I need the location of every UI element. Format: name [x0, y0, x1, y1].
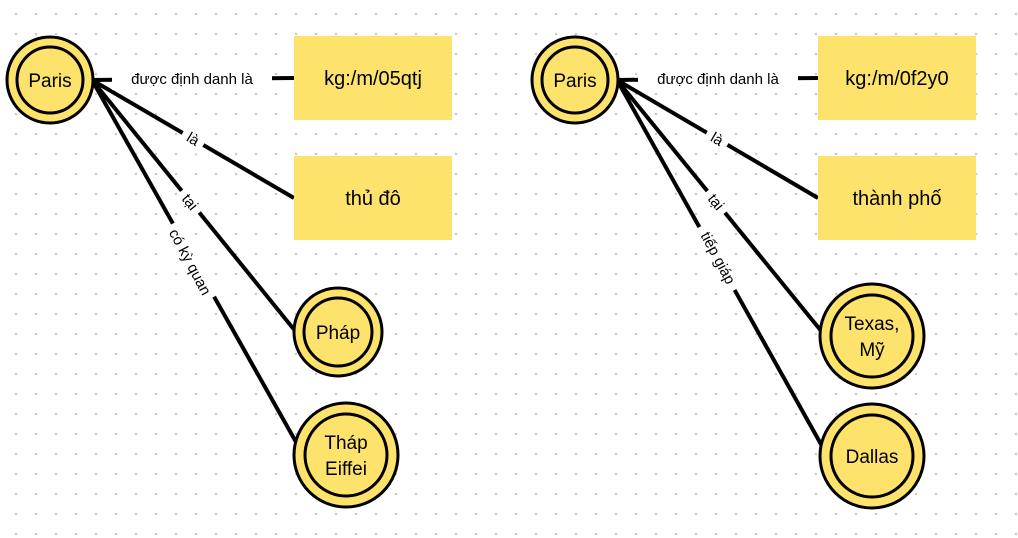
- right-node-city-label: thành phố: [853, 188, 942, 210]
- right-edge-label-identified-text: được định danh là: [657, 71, 779, 88]
- left-edge-label-landmark: có kỳ quan: [160, 219, 220, 305]
- right-node-city[interactable]: thành phố: [818, 156, 976, 240]
- right-edge-label-identified: được định danh là: [638, 68, 798, 90]
- left-node-france[interactable]: Pháp: [292, 286, 384, 378]
- right-node-texas-label-line1: Texas,: [845, 314, 900, 335]
- right-edge-label-in: tại: [698, 184, 734, 220]
- left-node-france-label: Pháp: [316, 323, 360, 344]
- right-graph: được định danh là là tại tiếp giáp Paris…: [530, 35, 976, 510]
- right-node-kg-id-label: kg:/m/0f2y0: [845, 68, 948, 90]
- left-node-eiffel-label-line2: Eiffei: [325, 459, 367, 480]
- left-edge-label-identified-text: được định danh là: [131, 71, 253, 88]
- left-node-eiffel-label-line1: Tháp: [324, 433, 367, 454]
- left-edge-label-landmark-text: có kỳ quan: [165, 226, 214, 298]
- left-node-paris[interactable]: Paris: [5, 35, 95, 125]
- left-node-eiffel[interactable]: Tháp Eiffei: [292, 401, 400, 509]
- left-edge-label-in: tại: [172, 184, 208, 220]
- left-graph: được định danh là là tại có kỳ quan Pari…: [5, 35, 452, 509]
- right-edge-label-borders: tiếp giáp: [691, 221, 745, 295]
- left-edge-label-is: là: [177, 123, 209, 155]
- left-node-capital-label: thủ đô: [345, 188, 401, 210]
- left-node-kg-id[interactable]: kg:/m/05qtj: [294, 36, 452, 120]
- left-edge-label-identified: được định danh là: [112, 68, 272, 90]
- right-node-kg-id[interactable]: kg:/m/0f2y0: [818, 36, 976, 120]
- right-node-paris[interactable]: Paris: [530, 35, 620, 125]
- right-node-dallas-label: Dallas: [846, 447, 899, 468]
- right-node-paris-label: Paris: [553, 71, 596, 92]
- right-node-dallas[interactable]: Dallas: [818, 402, 926, 510]
- right-node-texas[interactable]: Texas, Mỹ: [818, 282, 926, 390]
- left-node-kg-id-label: kg:/m/05qtj: [324, 68, 422, 90]
- right-edge-label-is: là: [701, 123, 733, 155]
- left-node-paris-label: Paris: [28, 71, 71, 92]
- right-node-texas-label-line2: Mỹ: [859, 340, 885, 361]
- left-node-capital[interactable]: thủ đô: [294, 156, 452, 240]
